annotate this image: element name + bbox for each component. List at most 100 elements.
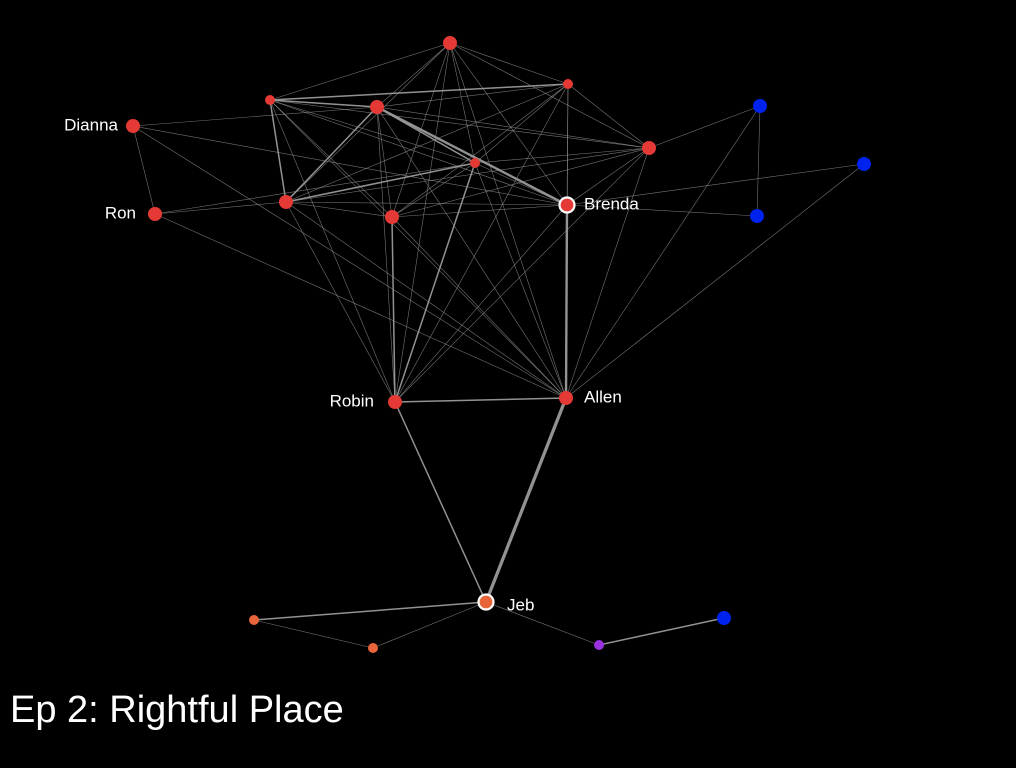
edge-brenda-allen [564,204,569,399]
edge-n3-n7 [285,83,569,203]
nodes-layer [126,36,871,653]
edge-n4-brenda [376,105,568,207]
edge-n5-robin [394,162,476,403]
edge-n6-allen [565,147,650,399]
node-o1[interactable] [249,615,259,625]
edge-ron-allen [154,213,567,399]
edge-n2-n7 [269,99,287,203]
edge-n3-robin [394,83,569,403]
node-label-brenda: Brenda [584,194,639,213]
edge-n2-n8 [269,99,393,218]
edge-n2-brenda [269,99,568,206]
edge-ron-n5 [154,162,476,215]
node-n4[interactable] [370,100,384,114]
edge-n6-n7 [285,147,650,203]
edge-o1-o2 [253,619,374,649]
edge-brenda-b2 [566,163,865,206]
edge-n4-n6 [376,106,650,149]
node-brenda[interactable] [558,196,576,214]
edge-n1-n3 [449,42,569,85]
node-n1[interactable] [443,36,457,50]
node-n3[interactable] [563,79,573,89]
node-dianna[interactable] [126,119,140,133]
node-b3[interactable] [750,209,764,223]
edge-dianna-allen [132,125,567,399]
edge-n4-robin [376,106,396,403]
edge-dianna-brenda [132,125,568,206]
node-n5[interactable] [470,158,480,168]
edge-n8-allen [391,216,567,399]
node-robin[interactable] [388,395,402,409]
node-label-jeb: Jeb [507,595,534,614]
edge-n2-n4 [269,99,378,108]
node-label-robin: Robin [330,391,374,410]
edge-n7-robin [285,201,396,403]
edge-n2-n3 [269,83,569,101]
edge-p1-b4 [598,617,725,646]
edge-n6-robin [394,147,650,403]
edge-n7-allen [285,201,567,399]
node-ron[interactable] [148,207,162,221]
node-n7[interactable] [279,195,293,209]
edges-layer [132,42,865,649]
edge-b1-allen [565,105,761,399]
node-label-dianna: Dianna [64,115,118,134]
edge-n2-n5 [269,99,476,164]
node-b1[interactable] [753,99,767,113]
edge-n1-brenda [449,42,568,206]
edge-allen-jeb [484,397,568,603]
edge-n5-n8 [391,162,476,218]
edge-b1-b3 [756,105,761,217]
edge-n6-n8 [391,147,650,218]
edge-robin-jeb [394,401,487,603]
edge-n6-b1 [648,105,761,149]
edge-n3-n6 [567,83,650,149]
edge-n2-allen [269,99,567,399]
edge-n2-n6 [269,99,650,149]
edge-n1-allen [449,42,567,399]
edge-n6-brenda [566,147,650,206]
edge-n7-brenda [285,201,568,206]
edge-jeb-o1 [253,601,487,621]
edge-jeb-p1 [485,601,600,646]
edge-jeb-o2 [372,601,487,649]
edge-n8-brenda [391,204,568,218]
edge-n8-robin [391,216,396,403]
edge-ron-n7 [154,201,287,215]
edge-n5-n6 [474,147,650,164]
edge-n4-n8 [376,106,393,218]
edge-n1-n6 [449,42,650,149]
edge-n1-n2 [269,42,451,101]
edge-n1-n7 [285,42,451,203]
node-o2[interactable] [368,643,378,653]
node-n8[interactable] [385,210,399,224]
edge-n5-allen [474,162,567,399]
edge-n1-n4 [376,42,451,108]
node-label-allen: Allen [584,387,622,406]
node-allen[interactable] [559,391,573,405]
edge-robin-allen [394,397,567,403]
edge-n4-allen [376,106,567,399]
edge-n5-brenda [474,162,568,206]
edge-n3-n4 [376,83,569,108]
node-p1[interactable] [594,640,604,650]
node-n2[interactable] [265,95,275,105]
edge-n1-n5 [449,42,476,164]
edge-brenda-robin [394,204,568,403]
episode-title: Ep 2: Rightful Place [10,689,344,731]
edge-n7-n8 [285,201,393,218]
edge-b2-allen [565,163,865,399]
edge-n3-n5 [474,83,569,164]
edge-brenda-b3 [566,204,758,217]
node-jeb[interactable] [477,593,495,611]
edge-n3-n8 [391,83,569,218]
node-b4[interactable] [717,611,731,625]
edge-dianna-ron [132,125,156,215]
node-n6[interactable] [642,141,656,155]
edge-dianna-n4 [132,106,378,127]
node-b2[interactable] [857,157,871,171]
node-label-ron: Ron [105,203,136,222]
